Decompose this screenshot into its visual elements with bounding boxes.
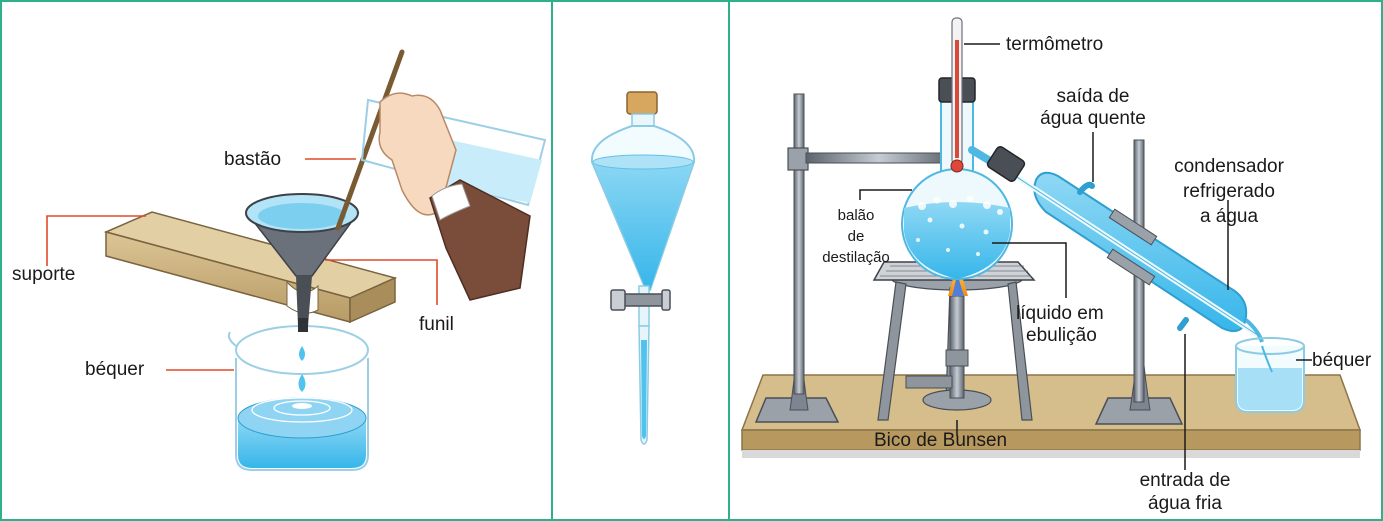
label-suporte: suporte [12,264,75,285]
wooden-support [106,212,395,322]
label-condensador-line3: a água [1154,206,1304,227]
label-termometro: termômetro [1006,34,1103,55]
label-bastao: bastão [224,149,281,170]
separatory-funnel [592,92,694,444]
label-funil: funil [419,314,454,335]
label-bequer-distillation: béquer [1312,350,1371,371]
cork-stopper [627,92,657,114]
label-condensador-line1: condensador [1154,156,1304,177]
label-balao-line1: balão [806,207,906,224]
label-bico-de-bunsen: Bico de Bunsen [874,430,1007,451]
filtration-panel [47,52,545,470]
label-saida-line2: água quente [1030,108,1156,129]
label-balao-line3: destilação [806,249,906,266]
label-entrada-line2: água fria [1122,493,1248,514]
label-saida-line1: saída de [1030,86,1156,107]
label-liquido-line2: ebulição [1026,325,1097,346]
label-liquido-line1: líquido em [1016,303,1104,324]
liquid-drops [299,346,306,392]
thermometer [951,18,963,172]
beaker-filtration [229,326,368,470]
label-condensador-line2: refrigerado [1154,181,1304,202]
balao-leader [860,190,912,200]
label-entrada-line1: entrada de [1122,470,1248,491]
label-balao-line2: de [806,228,906,245]
receiving-beaker [1236,338,1304,412]
label-bequer-filtration: béquer [85,359,144,380]
